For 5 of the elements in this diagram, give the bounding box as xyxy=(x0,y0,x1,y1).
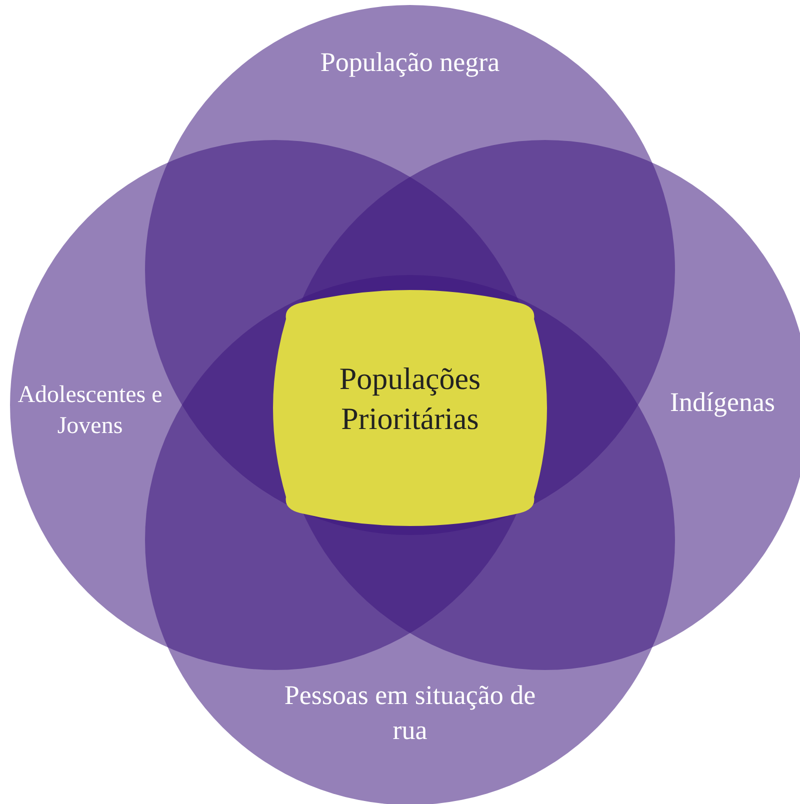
circle-label: Indígenas xyxy=(669,386,776,419)
circle-label: Adolescentes e Jovens xyxy=(16,381,164,442)
circle-label: População negra xyxy=(319,46,501,79)
center-label: Populações Prioritárias xyxy=(338,360,482,438)
circle-label: Pessoas em situação de rua xyxy=(283,679,537,748)
